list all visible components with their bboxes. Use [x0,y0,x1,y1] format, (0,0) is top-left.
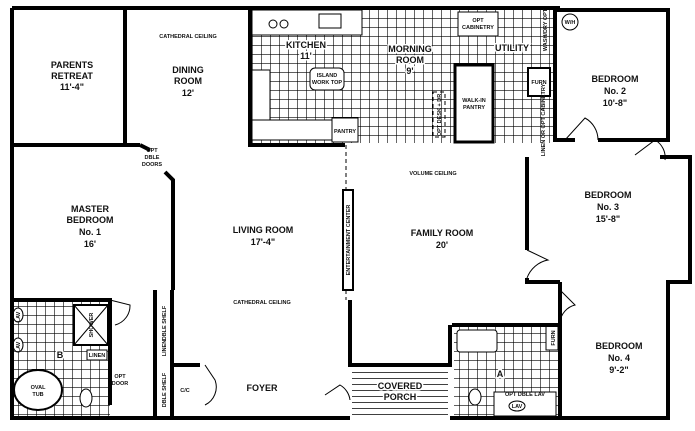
bath-a-lav-label: LAV [512,404,523,410]
dining-room-size: 12' [182,88,194,98]
foyer-label: FOYER [246,383,278,393]
kitchen-counter [251,9,363,36]
sink-icon [318,13,342,29]
walk-in-pantry [453,63,495,144]
closet-linen-label: LINEN [162,340,168,357]
dining-room-label: DINING [172,65,204,75]
linen-label: LINEN [89,353,106,359]
bedroom2-label: BEDROOM [592,74,639,84]
opt-cabinetry-label: OPT [472,18,484,24]
living-room-size: 17'-4" [251,237,275,247]
utility-label: UTILITY [495,43,529,53]
master-bedroom-label: MASTER [71,204,110,214]
porch-deck [352,366,448,416]
kitchen-size: 11' [300,51,312,61]
linen-closet [86,349,108,361]
bedroom4-number: No. 4 [608,353,630,363]
toilet-icon [79,388,93,408]
opt-door-label-2: DOOR [112,381,129,387]
lav-label-2: LAV [16,341,22,352]
water-heater-closet [560,12,580,32]
pantry [331,117,359,143]
bedroom4-furnace-label: FURN [551,330,557,345]
bedroom4-size: 9'-2" [609,365,628,375]
living-ceiling-note: CATHEDRAL CEILING [233,300,291,306]
furnace-label: FURN [531,80,546,86]
family-room-label: FAMILY ROOM [411,228,474,238]
linen-cabinetry-label: LINEN OR OPT CABINETRY [541,83,547,156]
family-ceiling-note: VOLUME CEILING [409,171,456,177]
stove-burner-icon [279,19,289,29]
entertainment-center [342,189,354,291]
morning-room-size: 9' [406,66,413,76]
master-bedroom-size: 16' [84,239,96,249]
bath-b-label: B [57,350,64,360]
opt-double-lav-label: OPT DBLE LAV [505,392,545,398]
opt-doors-label-3: DOORS [142,162,163,168]
coat-closet-label: C/C [180,388,190,394]
bathtub [456,329,498,353]
furnace-closet [527,67,551,97]
opt-desk [432,91,446,138]
dining-room-label-2: ROOM [174,76,202,86]
opt-double-lav [493,391,557,417]
door-swings [109,117,666,406]
wash-dry-label: WASH/DRY OPT [543,8,549,51]
opt-cabinetry [457,11,499,37]
living-room-label: LIVING ROOM [233,225,294,235]
opt-cabinetry-label-2: CABINETRY [462,25,494,31]
island-label: ISLAND [317,73,338,79]
kitchen-label: KITCHEN [286,40,326,50]
dining-ceiling-note: CATHEDRAL CEILING [159,34,217,40]
lav-sink-icon [508,400,526,412]
covered-porch-label-2: PORCH [384,392,417,402]
shower-label: SHOWER [89,313,95,338]
bedroom4-label: BEDROOM [596,341,643,351]
bedroom3-number: No. 3 [597,202,619,212]
water-heater-label: W/H [565,20,576,26]
stove-burner-icon [268,19,278,29]
opt-door-label: OPT [114,374,126,380]
covered-porch-label: COVERED [378,381,423,391]
walk-in-pantry-label-2: PANTRY [463,105,485,111]
double-shelf-label: DBLE SHELF [162,305,168,340]
parents-retreat-size: 11'-4" [60,82,84,92]
bedroom3-size: 15'-8" [596,214,620,224]
parents-retreat-label: PARENTS [51,60,93,70]
oval-tub-label-2: TUB [32,392,43,398]
island-work-top [309,67,345,91]
opt-doors-label: OPT [146,148,158,154]
master-bedroom-number: No. 1 [79,227,101,237]
master-bedroom-label-2: BEDROOM [67,215,114,225]
island-label-2: WORK TOP [312,80,342,86]
family-room-size: 20' [436,240,448,250]
walk-in-pantry-label: WALK-IN [462,98,486,104]
oval-tub-label: OVAL [31,385,47,391]
entertainment-center-label: ENTERTAINMENT CENTER [346,205,352,276]
morning-room-label-2: ROOM [396,55,424,65]
morning-room-label: MORNING [388,44,432,54]
lav-label: LAV [16,311,22,322]
bath-a-label: A [497,369,504,379]
opt-doors-label-2: DBLE [145,155,160,161]
bedroom2-number: No. 2 [604,86,626,96]
opt-desk-label: OPT DESK + DR [437,94,443,136]
double-shelf-label-2: DBLE SHELF [162,372,168,407]
pantry-label: PANTRY [334,129,356,135]
bedroom2-size: 10'-8" [603,98,627,108]
toilet-icon [468,388,482,406]
water-heater-icon [561,13,579,31]
kitchen-lower-counter [251,119,333,141]
parents-retreat-label-2: RETREAT [51,71,93,81]
bedroom3-label: BEDROOM [585,190,632,200]
